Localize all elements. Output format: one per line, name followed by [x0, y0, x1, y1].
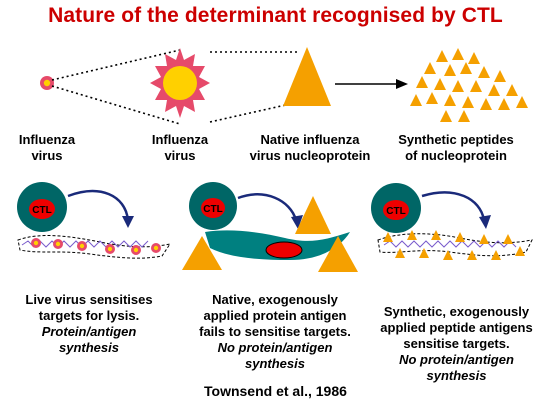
- ctl-cell-panel-3: CTL: [371, 183, 421, 233]
- caption-line: synthesis: [245, 356, 305, 371]
- caption-line: targets for lysis.: [38, 308, 140, 323]
- page-title: Nature of the determinant recognised by …: [48, 4, 503, 27]
- caption-line: synthesis: [59, 340, 119, 355]
- ctl-label: CTL: [386, 206, 405, 217]
- ctl-attack-arrow-3: [421, 191, 486, 221]
- caption-nucleoprotein: Native influenza virus nucleoprotein: [240, 132, 380, 164]
- caption-line: applied protein antigen: [203, 308, 347, 323]
- ctl-label: CTL: [32, 205, 51, 216]
- caption-line: Influenza: [151, 132, 209, 147]
- caption-line: virus: [31, 148, 63, 163]
- ctl-label: CTL: [203, 204, 222, 215]
- caption-line: Synthetic peptides: [398, 132, 514, 147]
- caption-line: Native, exogenously: [212, 292, 338, 307]
- caption-line: No protein/antigen: [399, 352, 514, 367]
- peptide-coated-target-cell: [377, 230, 533, 260]
- ctl-cell-panel-2: CTL: [189, 182, 237, 230]
- caption-line: synthesis: [426, 368, 487, 383]
- caption-line: applied peptide antigens: [380, 320, 533, 335]
- ctl-attack-arrow-2: [237, 193, 298, 221]
- synthetic-peptides-cluster: [410, 48, 528, 122]
- caption-line: Protein/antigen: [41, 324, 137, 339]
- large-influenza-virus: [150, 48, 210, 118]
- ctl-attack-arrow-1: [67, 189, 130, 221]
- uninfected-target-cell: [205, 230, 350, 260]
- arrowhead-2: [291, 215, 303, 229]
- cleavage-arrow: [335, 79, 408, 89]
- native-protein-triangles: [182, 196, 358, 272]
- nucleoprotein-triangle: [283, 47, 331, 106]
- panel-1-caption: Live virus sensitises targets for lysis.…: [0, 292, 178, 356]
- caption-synthetic-peptides: Synthetic peptides of nucleoprotein: [386, 132, 526, 164]
- panel-2-caption: Native, exogenously applied protein anti…: [180, 292, 370, 372]
- caption-line: Native influenza: [260, 132, 360, 147]
- caption-line: of nucleoprotein: [405, 148, 507, 163]
- small-influenza-virus: [40, 76, 54, 90]
- caption-line: Synthetic, exogenously: [383, 304, 530, 319]
- caption-line: Influenza: [18, 132, 76, 147]
- ctl-cell-panel-1: CTL: [17, 182, 67, 232]
- caption-small-virus: Influenza virus: [4, 132, 90, 164]
- caption-line: virus: [164, 148, 196, 163]
- infected-target-cell: [17, 235, 172, 259]
- caption-line: No protein/antigen: [217, 340, 333, 355]
- magnification-lines: [51, 49, 300, 125]
- caption-line: sensitise targets.: [403, 336, 510, 351]
- arrowhead-1: [122, 216, 134, 228]
- caption-line: virus nucleoprotein: [249, 148, 371, 163]
- arrowhead-3: [479, 215, 491, 229]
- caption-line: Live virus sensitises: [25, 292, 153, 307]
- panel-3-caption: Synthetic, exogenously applied peptide a…: [362, 304, 551, 384]
- caption-large-virus: Influenza virus: [135, 132, 225, 164]
- citation: Townsend et al., 1986: [204, 383, 347, 399]
- caption-line: fails to sensitise targets.: [199, 324, 351, 339]
